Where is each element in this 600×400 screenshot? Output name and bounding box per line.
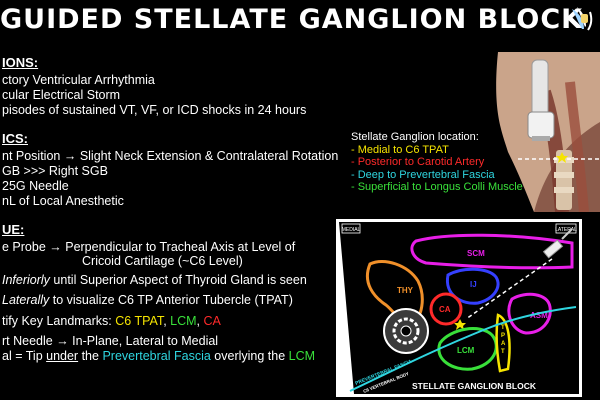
asm-label: ASM [530,311,548,320]
wing-logo-icon [572,7,593,31]
carotid-label: CA [439,305,451,314]
neck-anatomy-illustration [496,52,600,212]
emphasis-text: Inferiorly [2,273,50,287]
tpat-letter: T [501,325,505,331]
basics-item: nL of Local Anesthetic [2,194,124,208]
scm-shape [410,233,574,270]
emphasis-text: Laterally [2,293,50,307]
technique-step-2: Inferiorly until Superior Aspect of Thyr… [2,273,307,287]
lcm-shape [437,327,498,371]
ultrasound-probe-icon [527,59,555,141]
lateral-label: LATERAL [555,227,577,233]
trachea-ring-icon [383,308,429,354]
page-title: GUIDED STELLATE GANGLION BLOCK [0,4,584,35]
location-item: - Posterior to Carotid Artery [351,156,485,169]
tpat-letter: T [501,349,505,355]
prevertebral-fascia-text: Prevertebral Fascia [102,349,211,363]
star-icon [454,319,466,330]
technique-step-1-cont: Cricoid Cartilage (~C6 Level) [82,254,243,268]
tpat-shape [495,313,511,373]
diagram-footer: STELLATE GANGLION BLOCK [412,381,537,391]
carotid-shape [429,292,463,326]
medial-label: MEDIAL [342,227,361,233]
tpat-letter: P [501,333,505,339]
lcm-text: LCM [170,314,197,328]
technique-step-5: rt Needle → In-Plane, Lateral to Medial [2,334,219,348]
basics-item: nt Position → Slight Neck Extension & Co… [2,149,339,163]
technique-step-3: Laterally to visualize C6 TP Anterior Tu… [2,293,293,307]
ca-text: CA [203,314,221,328]
lcm-label: LCM [457,346,475,355]
technique-step-6: al = Tip under the Prevertebral Fascia o… [2,349,316,363]
indications-heading: IONS: [2,55,39,70]
prevertebral-fascia-line [349,306,577,392]
location-item: - Medial to C6 TPAT [351,143,449,156]
thyroid-label: THY [397,286,414,295]
indication-item: cular Electrical Storm [2,88,121,102]
lcm-text: LCM [288,349,316,363]
needle-icon [542,228,573,259]
stellate-location-list: Stellate Ganglion location: - Medial to … [351,131,523,194]
indication-item: pisodes of sustained VT, VF, or ICD shoc… [2,103,307,117]
tpat-letter: A [501,341,506,347]
location-heading: Stellate Ganglion location: [351,131,479,143]
c6-tpat-text: C6 TPAT [115,314,164,328]
scm-label: SCM [467,249,485,258]
technique-heading: UE: [2,222,25,237]
ij-label: IJ [470,280,477,289]
location-item: - Deep to Prevertebral Fascia [351,168,495,181]
basics-item: 25G Needle [2,179,69,193]
basics-item: GB >>> Right SGB [2,164,108,178]
technique-step-1: e Probe → Perpendicular to Tracheal Axis… [2,240,296,254]
basics-heading: ICS: [2,131,28,146]
needle-path [465,258,553,320]
location-item: - Superficial to Longus Colli Muscle [351,181,523,194]
technique-step-4: tify Key Landmarks: C6 TPAT, LCM, CA [2,314,221,328]
ultrasound-diagram: MEDIAL LATERAL SCM THY IJ CA ASM LCM T P… [336,219,582,397]
indication-item: ctory Ventricular Arrhythmia [2,73,155,87]
